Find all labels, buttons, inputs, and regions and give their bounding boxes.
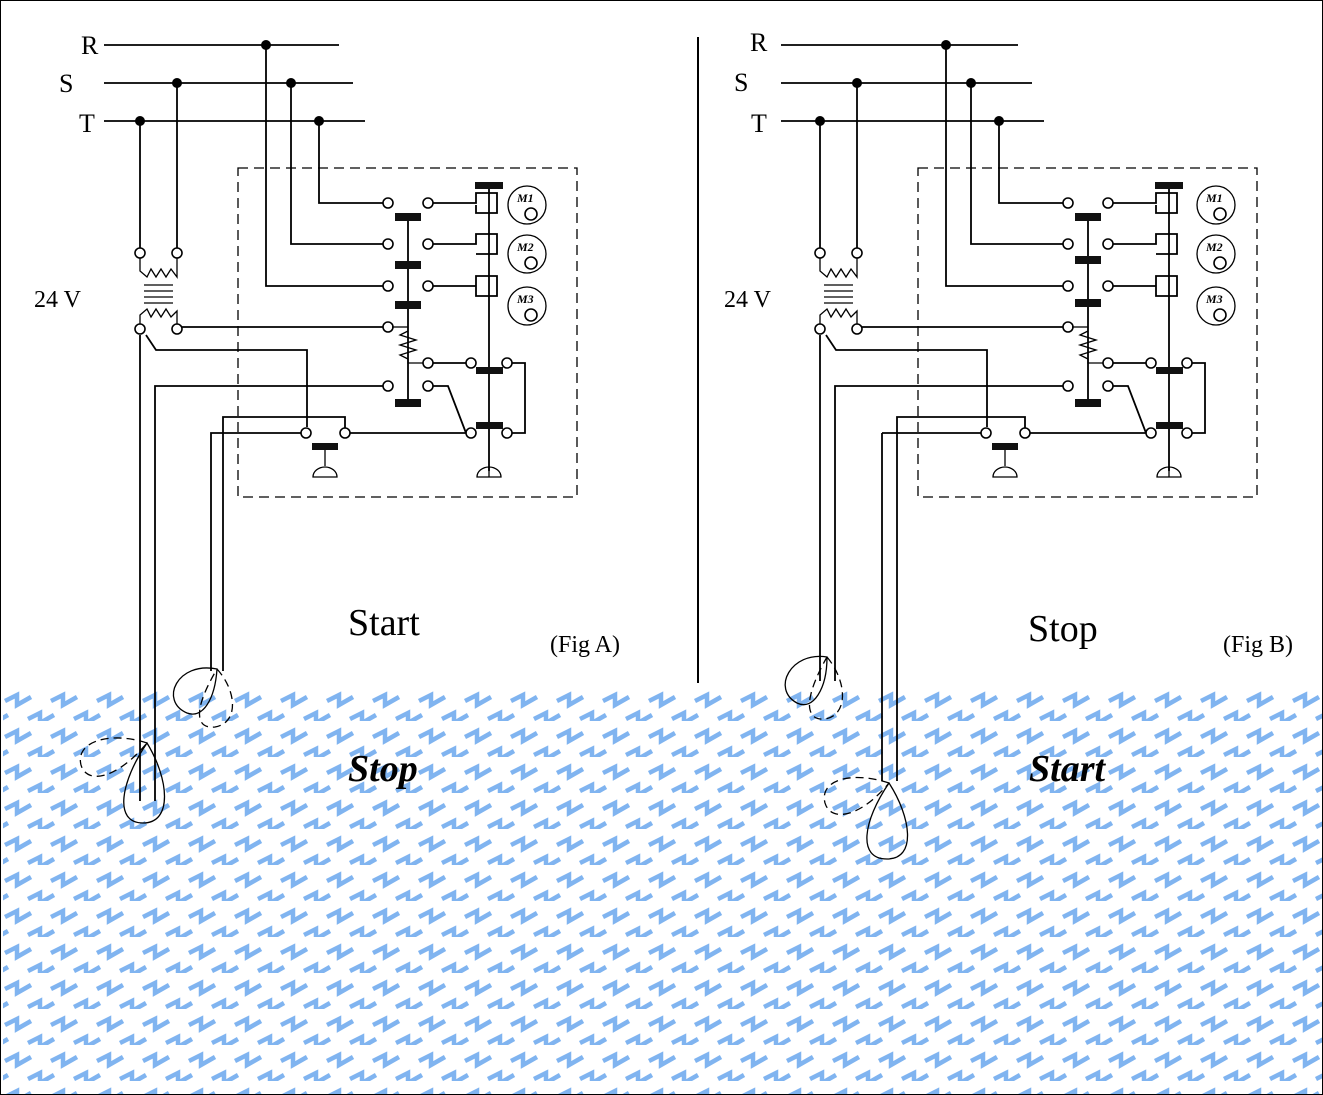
phase-label-r: R bbox=[750, 28, 768, 57]
motor-label-m2: M2 bbox=[516, 240, 534, 254]
phase-label-s: S bbox=[59, 69, 73, 98]
water-label-a: Stop bbox=[348, 748, 418, 790]
motor-label-m1: M1 bbox=[516, 191, 534, 205]
motor-label-m2: M2 bbox=[1205, 240, 1223, 254]
voltage-label: 24 V bbox=[34, 287, 82, 313]
motor-m1: M1 bbox=[1196, 185, 1236, 225]
voltage-label: 24 V bbox=[724, 287, 772, 313]
state-label-a: Start bbox=[348, 602, 420, 644]
figure-b: R S T 24 V bbox=[724, 28, 1293, 860]
motor-contacts bbox=[350, 182, 526, 478]
phase-label-r: R bbox=[81, 31, 99, 60]
transformer bbox=[134, 258, 183, 335]
float-switch-upper bbox=[784, 655, 844, 720]
phase-label-s: S bbox=[734, 68, 748, 97]
phase-label-t: T bbox=[751, 109, 767, 138]
contactor bbox=[382, 197, 434, 407]
motor-m3: M3 bbox=[1196, 286, 1236, 326]
motor-contacts bbox=[1030, 182, 1206, 478]
figure-caption-b: (Fig B) bbox=[1223, 632, 1293, 658]
control-panel-box bbox=[917, 167, 1258, 498]
water-label-b: Start bbox=[1029, 748, 1106, 790]
motor-m3: M3 bbox=[507, 286, 547, 326]
contactor bbox=[1062, 197, 1114, 407]
motor-label-m3: M3 bbox=[1205, 292, 1223, 306]
motor-label-m3: M3 bbox=[516, 292, 534, 306]
float-switch-upper bbox=[172, 667, 234, 728]
water-area bbox=[3, 689, 1322, 1094]
float-switch-contact bbox=[980, 427, 1031, 478]
motor-m1: M1 bbox=[507, 185, 547, 225]
figure-a: R S T 24 V bbox=[34, 31, 620, 824]
float-switch-lower bbox=[823, 776, 909, 860]
figure-caption-a: (Fig A) bbox=[550, 632, 620, 658]
motor-m2: M2 bbox=[507, 234, 547, 274]
motor-label-m1: M1 bbox=[1205, 191, 1223, 205]
phase-label-t: T bbox=[79, 109, 95, 138]
control-panel-box bbox=[237, 167, 578, 498]
state-label-b: Stop bbox=[1028, 608, 1098, 650]
float-switch-lower bbox=[79, 737, 165, 824]
float-switch-contact bbox=[300, 427, 351, 478]
transformer bbox=[814, 258, 863, 335]
motor-m2: M2 bbox=[1196, 234, 1236, 274]
